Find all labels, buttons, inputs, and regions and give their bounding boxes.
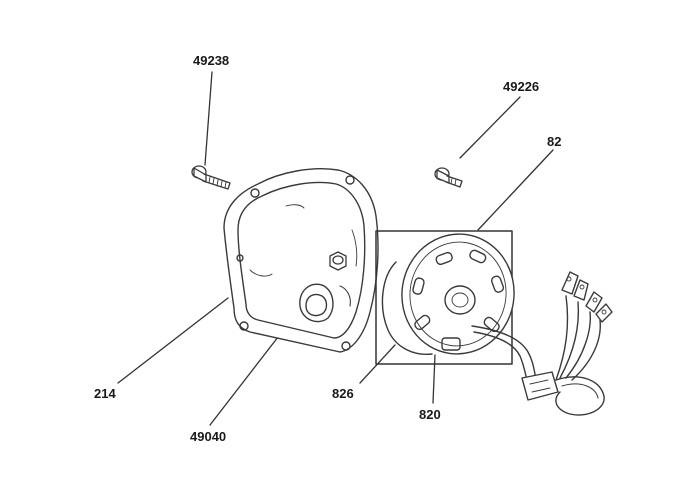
callout-214: 214 [94, 386, 116, 401]
leader-820 [432, 354, 436, 404]
bolt-49226-icon [434, 167, 463, 188]
leader-49226 [459, 96, 521, 159]
callout-49040: 49040 [190, 429, 227, 444]
cover-214-icon [223, 168, 379, 353]
callout-49238: 49238 [193, 53, 230, 68]
callout-820: 820 [419, 407, 441, 422]
leader-49238 [204, 71, 213, 166]
leader-214 [117, 297, 229, 384]
stator-820-icon [381, 233, 515, 355]
callout-82: 82 [547, 134, 562, 149]
wire-harness-icon [471, 271, 613, 416]
callout-826: 826 [332, 386, 354, 401]
callout-49226: 49226 [503, 79, 540, 94]
bolt-49238-icon [191, 165, 231, 190]
leader-82 [477, 149, 554, 231]
nut-49040-icon [329, 251, 347, 271]
